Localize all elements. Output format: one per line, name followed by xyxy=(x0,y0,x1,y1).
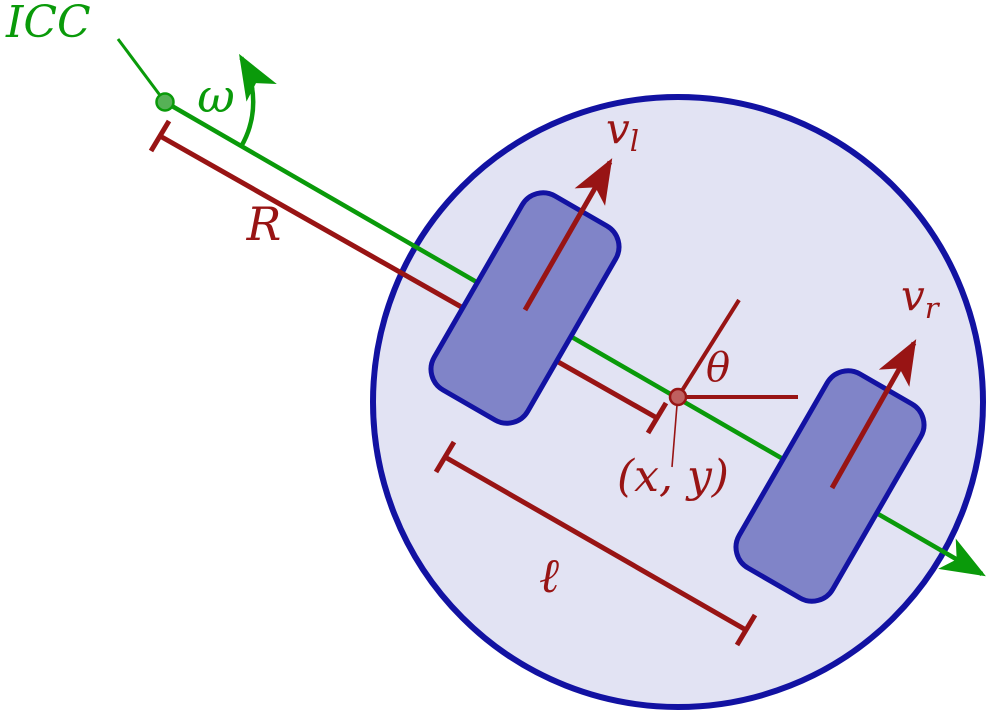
heading-line xyxy=(676,298,741,399)
v-left-arrow xyxy=(522,158,613,312)
icc-label: ICC xyxy=(5,0,91,48)
v-right-sub: r xyxy=(925,291,941,325)
wheelbase-measure-line xyxy=(443,454,748,633)
radius-measure-group xyxy=(148,119,669,435)
icc-pointer-line xyxy=(116,38,167,103)
theta-label: θ xyxy=(706,345,730,391)
radius-label: R xyxy=(246,197,282,251)
v-right-arrow xyxy=(829,339,917,490)
radius-tick-end xyxy=(645,401,669,435)
wheelbase-tick-end xyxy=(734,613,758,647)
v-left-base: v xyxy=(606,104,630,153)
omega-arc-arrow xyxy=(239,53,277,148)
position-pointer-line xyxy=(671,404,678,468)
v-left-sub: l xyxy=(630,124,639,158)
position-label: (x, y) xyxy=(617,451,729,502)
v-left-label: vl xyxy=(606,104,639,158)
icc-point xyxy=(155,92,175,112)
v-right-base: v xyxy=(901,271,925,320)
center-point xyxy=(668,387,688,407)
v-right-label: vr xyxy=(901,271,941,325)
omega-label: ω xyxy=(197,69,235,123)
wheelbase-measure-group xyxy=(433,440,758,647)
radius-measure-line xyxy=(158,133,659,421)
wheelbase-label: ℓ xyxy=(539,548,559,604)
wheelbase-tick-start xyxy=(433,440,457,474)
radius-tick-start xyxy=(148,119,172,153)
